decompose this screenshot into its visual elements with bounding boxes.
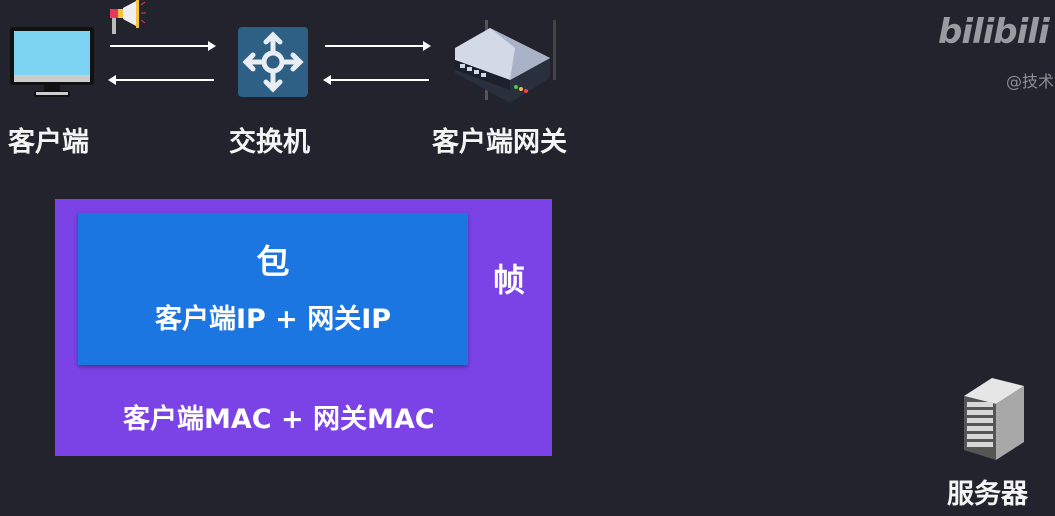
packet-ip: 客户端IP + 网关IP	[154, 304, 392, 335]
server-label: 服务器	[947, 479, 1028, 510]
switch-icon	[238, 27, 308, 101]
monitor-icon	[8, 25, 98, 100]
frame-mac: 客户端MAC + 网关MAC	[123, 404, 435, 435]
arrow-right-icon	[325, 41, 431, 51]
watermark-user: @技术	[1006, 72, 1055, 91]
switch-label: 交换机	[229, 127, 310, 158]
arrow-right-icon	[110, 41, 216, 51]
gateway-label: 客户端网关	[432, 127, 567, 158]
bilibili-logo: bilibili	[938, 12, 1050, 52]
client-label: 客户端	[8, 127, 89, 158]
packet-box: 包 客户端IP + 网关IP	[78, 213, 468, 365]
server-icon	[962, 376, 1026, 464]
frame-title: 帧	[493, 261, 526, 299]
arrow-left-icon	[323, 75, 429, 85]
packet-title: 包	[256, 242, 290, 281]
arrow-left-icon	[108, 75, 214, 85]
router-icon	[450, 18, 560, 112]
megaphone-icon	[108, 0, 148, 40]
